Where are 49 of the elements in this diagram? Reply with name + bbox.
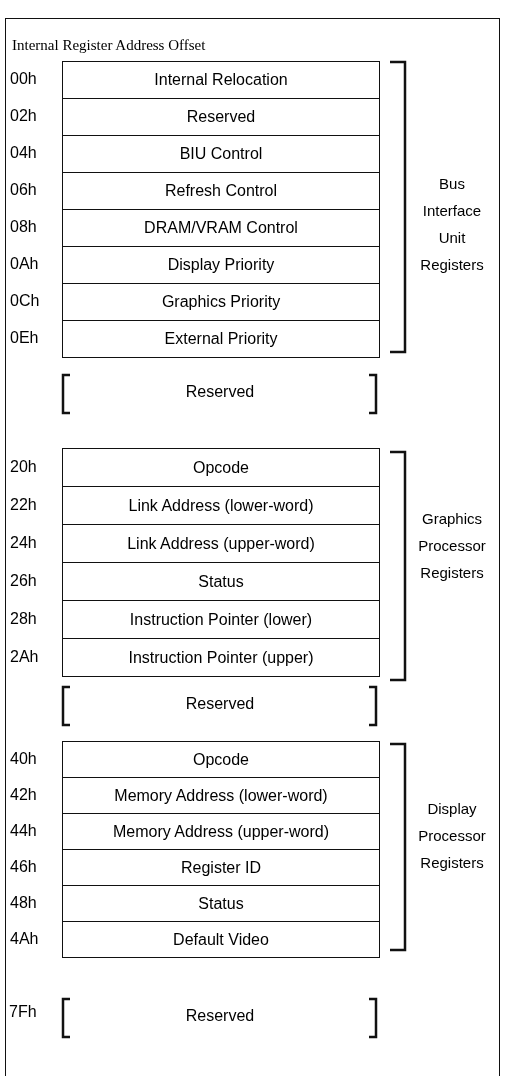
register-row: Link Address (upper-word) (62, 524, 380, 563)
register-row: External Priority (62, 320, 380, 358)
register-row: Display Priority (62, 246, 380, 284)
page-frame (5, 18, 500, 1076)
address-offset: 44h (10, 821, 37, 840)
address-offset: 0Ah (10, 255, 39, 273)
address-offset: 20h (10, 457, 37, 476)
register-row: DRAM/VRAM Control (62, 209, 380, 247)
register-row: Reserved (62, 98, 380, 136)
register-row: Register ID (62, 849, 380, 886)
address-offset: 02h (10, 107, 37, 125)
register-row: Instruction Pointer (lower) (62, 600, 380, 639)
address-offset: 22h (10, 495, 37, 514)
address-offset: 26h (10, 571, 37, 590)
register-row: Link Address (lower-word) (62, 486, 380, 525)
register-row: Memory Address (upper-word) (62, 813, 380, 850)
register-row: Memory Address (lower-word) (62, 777, 380, 814)
register-row: Default Video (62, 921, 380, 958)
address-offset: 48h (10, 893, 37, 912)
reserved-label: Reserved (184, 695, 256, 713)
address-offset: 00h (10, 70, 37, 88)
register-row: Instruction Pointer (upper) (62, 638, 380, 677)
register-row: Internal Relocation (62, 61, 380, 99)
reserved-label: Reserved (184, 1007, 256, 1025)
address-offset: 0Eh (10, 329, 39, 347)
address-offset: 28h (10, 609, 37, 628)
address-offset: 04h (10, 144, 37, 162)
register-row: Opcode (62, 741, 380, 778)
address-offset: 7Fh (9, 1003, 37, 1021)
group-label: Graphics Processor Registers (417, 509, 487, 583)
address-offset: 06h (10, 181, 37, 199)
group-label: Bus Interface Unit Registers (419, 174, 485, 275)
register-row: Opcode (62, 448, 380, 487)
address-offset: 46h (10, 857, 37, 876)
group-label: Display Processor Registers (417, 799, 487, 873)
register-row: Refresh Control (62, 172, 380, 210)
address-offset: 42h (10, 785, 37, 804)
address-offset: 4Ah (10, 929, 39, 948)
address-offset: 24h (10, 533, 37, 552)
address-offset: 40h (10, 749, 37, 768)
register-row: Status (62, 885, 380, 922)
register-row: Graphics Priority (62, 283, 380, 321)
register-row: BIU Control (62, 135, 380, 173)
reserved-label: Reserved (184, 383, 256, 401)
address-offset: 2Ah (10, 647, 39, 666)
heading: Internal Register Address Offset (12, 37, 206, 54)
register-row: Status (62, 562, 380, 601)
address-offset: 0Ch (10, 292, 40, 310)
address-offset: 08h (10, 218, 37, 236)
